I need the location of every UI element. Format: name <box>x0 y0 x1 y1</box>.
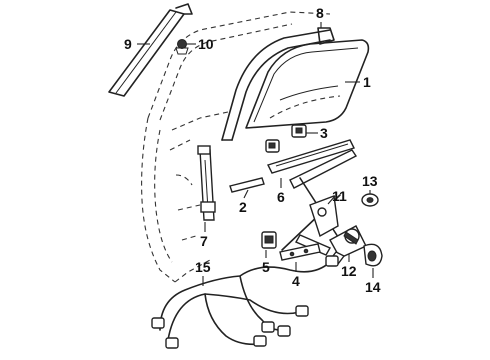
leader-lines <box>137 22 374 286</box>
callout-14: 14 <box>365 279 381 295</box>
door-shell-outline <box>141 11 331 283</box>
part-5-switch <box>261 231 277 249</box>
part-3-glass-clips <box>265 124 307 153</box>
callout-8: 8 <box>316 5 324 21</box>
callout-12: 12 <box>341 263 357 279</box>
window-run-channel <box>221 29 331 141</box>
part-9-weatherstrip <box>108 3 193 97</box>
part-4-plate <box>279 243 321 261</box>
callout-9: 9 <box>124 36 132 52</box>
callout-3: 3 <box>320 125 328 141</box>
part-14-cover <box>363 243 383 267</box>
part-6-lower-channel <box>267 139 355 174</box>
callout-6: 6 <box>277 189 285 205</box>
part-10-clip <box>175 39 189 55</box>
part-2-bracket <box>229 177 265 193</box>
part-13-grommet <box>361 193 379 207</box>
callout-labels: 1 2 3 4 5 6 7 8 9 10 11 12 13 14 15 <box>124 5 381 295</box>
callout-15: 15 <box>195 259 211 275</box>
callout-4: 4 <box>292 273 300 289</box>
callout-13: 13 <box>362 173 378 189</box>
part-1-door-glass <box>245 39 370 129</box>
part-7-rear-channel <box>197 145 216 221</box>
callout-7: 7 <box>200 233 208 249</box>
callout-5: 5 <box>262 259 270 275</box>
callout-1: 1 <box>363 74 371 90</box>
part-11-regulator <box>281 149 358 256</box>
part-15-wiring-harness <box>151 255 339 349</box>
part-8-upper-seal <box>317 27 335 45</box>
callout-10: 10 <box>198 36 214 52</box>
callout-11: 11 <box>332 188 347 204</box>
callout-2: 2 <box>239 199 247 215</box>
